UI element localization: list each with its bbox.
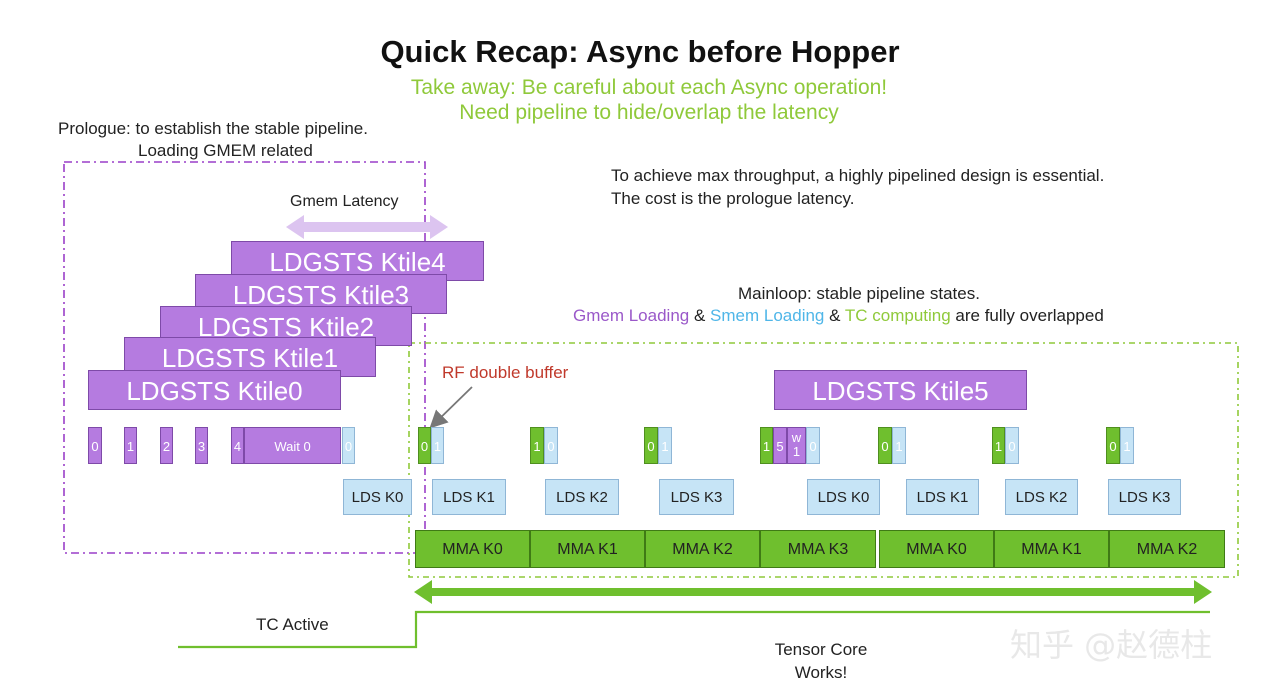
rf-buffer-pointer — [429, 386, 473, 429]
lds-k0-prologue: LDS K0 — [343, 479, 412, 515]
gmem-loading-label: Gmem Loading — [573, 306, 690, 325]
amp-2: & — [824, 306, 845, 325]
ldgsts-ktile3: LDGSTS Ktile3 — [195, 274, 447, 314]
lds-k2-loop: LDS K2 — [1005, 479, 1078, 515]
wait-1-num: 1 — [792, 444, 801, 459]
rf-buffer-a1: 1 — [431, 427, 444, 464]
rf-buffer-f1: 0 — [1005, 427, 1019, 464]
smem-buffer-0: 0 — [342, 427, 355, 464]
rf-buffer-a0: 0 — [418, 427, 431, 464]
throughput-caption-1: To achieve max throughput, a highly pipe… — [611, 166, 1105, 185]
prologue-caption-1: Prologue: to establish the stable pipeli… — [58, 119, 368, 138]
mainloop-caption: Mainloop: stable pipeline states. — [738, 284, 980, 303]
wait-0-bar: Wait 0 — [244, 427, 341, 464]
tc-active-label: TC Active — [256, 615, 329, 634]
prologue-bar-0: 0 — [88, 427, 102, 464]
ldgsts-ktile5: LDGSTS Ktile5 — [774, 370, 1027, 410]
gmem-buffer-5: 5 — [773, 427, 787, 464]
amp-1: & — [689, 306, 711, 325]
mma-k2-loop: MMA K2 — [1109, 530, 1225, 568]
rf-buffer-e1: 1 — [892, 427, 906, 464]
rf-buffer-d2: 0 — [806, 427, 820, 464]
prologue-frame — [63, 161, 426, 554]
mma-k3: MMA K3 — [760, 530, 876, 568]
prologue-bar-4: 4 — [231, 427, 244, 464]
lds-k1: LDS K1 — [432, 479, 506, 515]
prologue-bar-1: 1 — [124, 427, 137, 464]
tensor-core-arrow — [414, 580, 1212, 604]
mma-k0: MMA K0 — [415, 530, 530, 568]
rf-buffer-c0: 0 — [644, 427, 658, 464]
throughput-caption-2: The cost is the prologue latency. — [611, 189, 855, 208]
watermark: 知乎 @赵德柱 — [1010, 626, 1213, 664]
rf-buffer-c1: 1 — [658, 427, 672, 464]
gmem-latency-label: Gmem Latency — [290, 193, 399, 210]
rf-buffer-g0: 0 — [1106, 427, 1120, 464]
rf-buffer-d0: 1 — [760, 427, 773, 464]
wait-1-bar: w 1 — [787, 427, 806, 464]
rf-buffer-e0: 0 — [878, 427, 892, 464]
mainloop-overlap-caption: Gmem Loading & Smem Loading & TC computi… — [573, 306, 1104, 326]
rf-buffer-b1: 0 — [544, 427, 558, 464]
ldgsts-ktile0: LDGSTS Ktile0 — [88, 370, 341, 410]
mma-k1: MMA K1 — [530, 530, 645, 568]
takeaway-line-2: Need pipeline to hide/overlap the latenc… — [459, 101, 839, 124]
rf-buffer-f0: 1 — [992, 427, 1005, 464]
prologue-bar-2: 2 — [160, 427, 173, 464]
overlap-tail: are fully overlapped — [950, 306, 1104, 325]
mma-k0-loop: MMA K0 — [879, 530, 994, 568]
page-title: Quick Recap: Async before Hopper — [380, 34, 900, 69]
lds-k3: LDS K3 — [659, 479, 734, 515]
lds-k1-loop: LDS K1 — [906, 479, 979, 515]
mma-k1-loop: MMA K1 — [994, 530, 1109, 568]
smem-loading-label: Smem Loading — [710, 306, 825, 325]
rf-buffer-b0: 1 — [530, 427, 544, 464]
tensor-core-label-2: Works! — [794, 663, 848, 682]
lds-k0-loop: LDS K0 — [807, 479, 880, 515]
ldgsts-ktile4: LDGSTS Ktile4 — [231, 241, 484, 281]
takeaway-line-1: Take away: Be careful about each Async o… — [410, 76, 888, 99]
mma-k2: MMA K2 — [645, 530, 760, 568]
wait-1-w: w — [791, 430, 802, 445]
rf-double-buffer-label: RF double buffer — [442, 363, 569, 382]
lds-k2: LDS K2 — [545, 479, 619, 515]
prologue-caption-2: Loading GMEM related — [138, 141, 313, 160]
lds-k3-loop: LDS K3 — [1108, 479, 1181, 515]
tc-active-line — [178, 610, 1210, 649]
tc-computing-label: TC computing — [844, 306, 951, 325]
prologue-bar-3: 3 — [195, 427, 208, 464]
tensor-core-label-1: Tensor Core — [774, 640, 868, 659]
rf-buffer-g1: 1 — [1120, 427, 1134, 464]
gmem-latency-arrow — [286, 215, 448, 239]
mainloop-frame — [408, 342, 1239, 578]
